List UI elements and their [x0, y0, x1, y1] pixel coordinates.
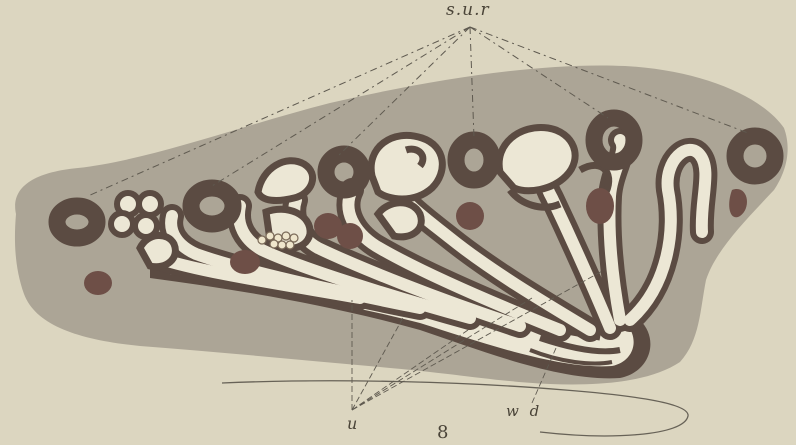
figure-number: 8 [437, 424, 448, 442]
label-w-d: w d [506, 404, 542, 419]
label-u: u [347, 416, 357, 432]
label-s-u-r: s.u.r [446, 2, 490, 19]
small-rings [111, 193, 161, 237]
